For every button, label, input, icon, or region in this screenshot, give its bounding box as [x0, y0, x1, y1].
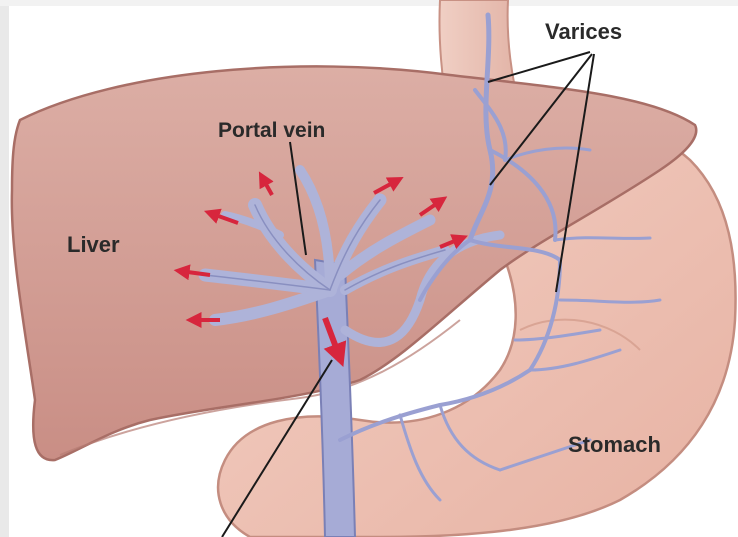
frame-border-top [0, 0, 738, 6]
stomach-label: Stomach [568, 432, 661, 457]
liver-label: Liver [67, 232, 120, 257]
varices-label: Varices [545, 19, 622, 44]
portal-vein-label: Portal vein [218, 119, 325, 142]
frame-border-left [0, 0, 9, 537]
